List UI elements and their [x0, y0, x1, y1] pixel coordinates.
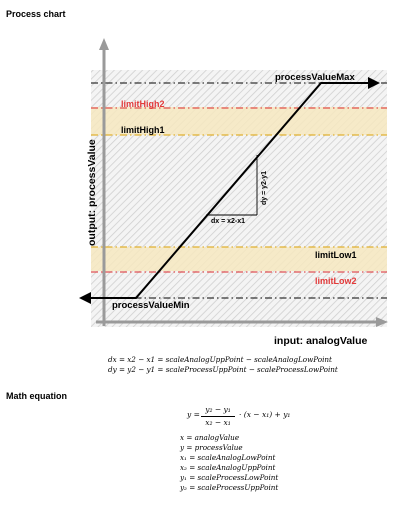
- variable-definition: y₂ = scaleProcessUppPoint: [180, 483, 279, 492]
- limit-low2-label: limitLow2: [315, 276, 357, 286]
- process-chart-heading: Process chart: [6, 9, 66, 19]
- max-arrowhead: [368, 77, 380, 89]
- process-curve: [86, 82, 373, 299]
- equation-lhs: y =: [187, 410, 200, 419]
- dx-definition: dx = x2 − x1 = scaleAnalogUppPoint − sca…: [108, 355, 332, 364]
- difference-definitions: dx = x2 − x1 = scaleAnalogUppPoint − sca…: [108, 355, 338, 375]
- variable-definition: x₁ = scaleAnalogLowPoint: [180, 453, 276, 462]
- equation-numerator: y₂ − y₁: [205, 405, 231, 414]
- limit-high1-band: [91, 107, 387, 135]
- variable-definition: y₁ = scaleProcessLowPoint: [180, 473, 279, 482]
- y-axis-arrowhead: [99, 38, 109, 50]
- dx-label: dx = x2-x1: [211, 218, 245, 225]
- limit-high1-label: limitHigh1: [121, 125, 165, 135]
- process-value-max-label: processValueMax: [275, 72, 355, 83]
- limit-low1-label: limitLow1: [315, 250, 357, 260]
- equation-rhs: · (x − x₁) + y₁: [239, 410, 291, 419]
- limit-high2-label: limitHigh2: [121, 99, 165, 109]
- variable-definition: x = analogValue: [180, 433, 240, 442]
- limit-low1-band: [91, 247, 387, 271]
- variable-definition: x₂ = scaleAnalogUppPoint: [180, 463, 276, 472]
- axis-y-label: output: processValue: [86, 139, 98, 246]
- variable-definition: y = processValue: [180, 443, 243, 452]
- variable-definitions: x = analogValue y = processValue x₁ = sc…: [180, 433, 278, 493]
- min-arrowhead: [79, 292, 91, 304]
- dy-definition: dy = y2 − y1 = scaleProcessUppPoint − sc…: [108, 365, 338, 374]
- dy-label: dy = y2-y1: [261, 171, 268, 205]
- math-equation-heading: Math equation: [6, 391, 67, 401]
- axis-x-label: input: analogValue: [274, 335, 368, 347]
- equation-denominator: x₂ − x₁: [205, 418, 231, 427]
- process-value-min-label: processValueMin: [112, 300, 190, 311]
- fraction-bar: [201, 416, 235, 417]
- process-chart-diagram: output: processValue input: analogValue …: [79, 38, 388, 347]
- x-axis-arrowhead: [376, 317, 388, 327]
